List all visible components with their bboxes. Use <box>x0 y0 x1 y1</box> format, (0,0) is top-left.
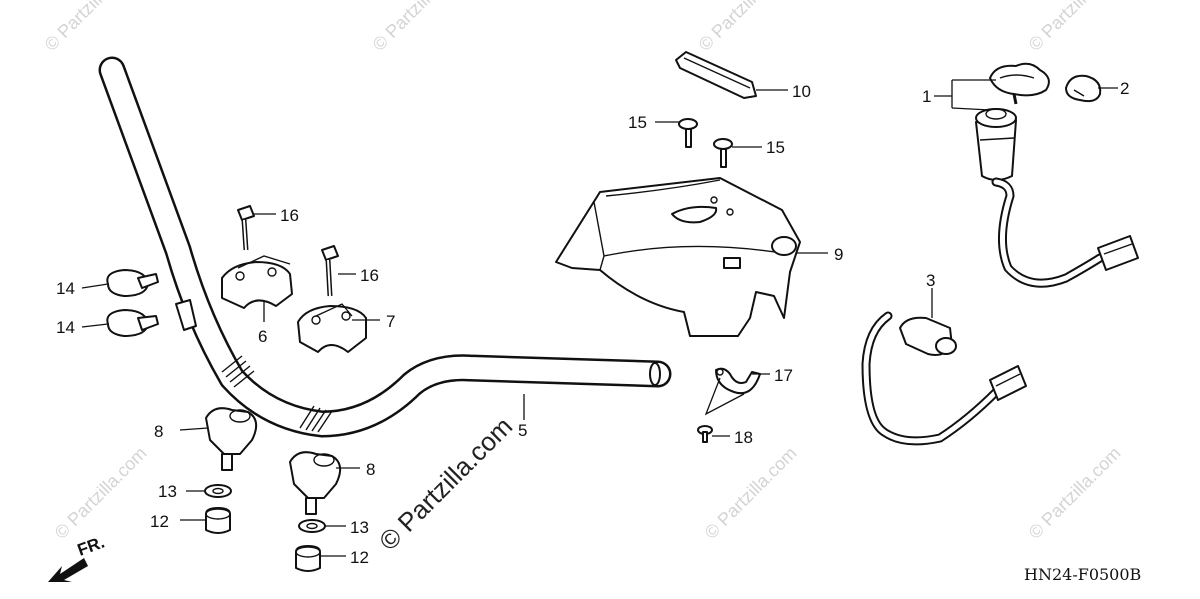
watermark-main: © Partzilla.com <box>373 411 518 556</box>
screw <box>713 138 733 168</box>
sensor-harness <box>861 311 1027 446</box>
leader-lines <box>81 79 1118 557</box>
drawing-code: HN24-F0500B <box>1024 565 1141 584</box>
callout-14: 14 <box>56 279 75 298</box>
callout-8: 8 <box>154 422 163 441</box>
watermark-faint: © Partzilla.com <box>369 0 469 55</box>
watermark-faint: © Partzilla.com <box>51 443 151 543</box>
callout-5: 5 <box>518 421 527 440</box>
callout-12: 12 <box>350 548 369 567</box>
lower-handlebar-holder <box>289 451 342 515</box>
band-clamp <box>106 309 159 337</box>
upper-handlebar-holder <box>221 261 293 309</box>
flange-nut <box>205 507 231 534</box>
handlebar <box>98 56 672 438</box>
watermark-faint: © Partzilla.com <box>1025 443 1125 543</box>
faint-watermarks: © Partzilla.com © Partzilla.com © Partzi… <box>41 0 1125 543</box>
watermark-faint: © Partzilla.com <box>695 0 795 55</box>
callout-14: 14 <box>56 318 75 337</box>
upper-handlebar-holder <box>297 305 367 353</box>
callout-17: 17 <box>774 366 793 385</box>
callout-6: 6 <box>258 327 267 346</box>
watermark-faint: © Partzilla.com <box>41 0 141 55</box>
lower-handlebar-holder <box>205 407 258 471</box>
washer <box>204 484 232 498</box>
switch-cap <box>1065 74 1102 103</box>
watermark-faint: © Partzilla.com <box>1025 0 1125 55</box>
flange-bolt <box>237 205 255 251</box>
callout-15: 15 <box>766 138 785 157</box>
cover-pad <box>675 51 757 99</box>
callout-16: 16 <box>280 206 299 225</box>
ignition-switch <box>975 62 1139 288</box>
flange-nut <box>295 545 321 572</box>
callout-12: 12 <box>150 512 169 531</box>
callout-7: 7 <box>386 312 395 331</box>
callouts: 1 2 3 5 6 7 8 8 9 10 12 12 13 13 14 14 1… <box>56 79 1129 567</box>
callout-15: 15 <box>628 113 647 132</box>
handlebar-cover <box>555 177 801 337</box>
clip-screw <box>697 425 713 443</box>
callout-13: 13 <box>158 482 177 501</box>
flange-bolt <box>321 245 339 297</box>
callout-9: 9 <box>834 245 843 264</box>
callout-2: 2 <box>1120 79 1129 98</box>
watermark-faint: © Partzilla.com <box>701 443 801 543</box>
band-clamp <box>106 269 159 297</box>
callout-3: 3 <box>926 271 935 290</box>
washer <box>298 519 326 533</box>
callout-1: 1 <box>922 87 931 106</box>
callout-18: 18 <box>734 428 753 447</box>
callout-16: 16 <box>360 266 379 285</box>
callout-8: 8 <box>366 460 375 479</box>
callout-13: 13 <box>350 518 369 537</box>
screw <box>678 118 698 148</box>
callout-10: 10 <box>792 82 811 101</box>
front-direction-arrow: FR. <box>48 533 107 582</box>
direction-label: FR. <box>75 533 107 560</box>
wire-clip <box>715 367 761 395</box>
